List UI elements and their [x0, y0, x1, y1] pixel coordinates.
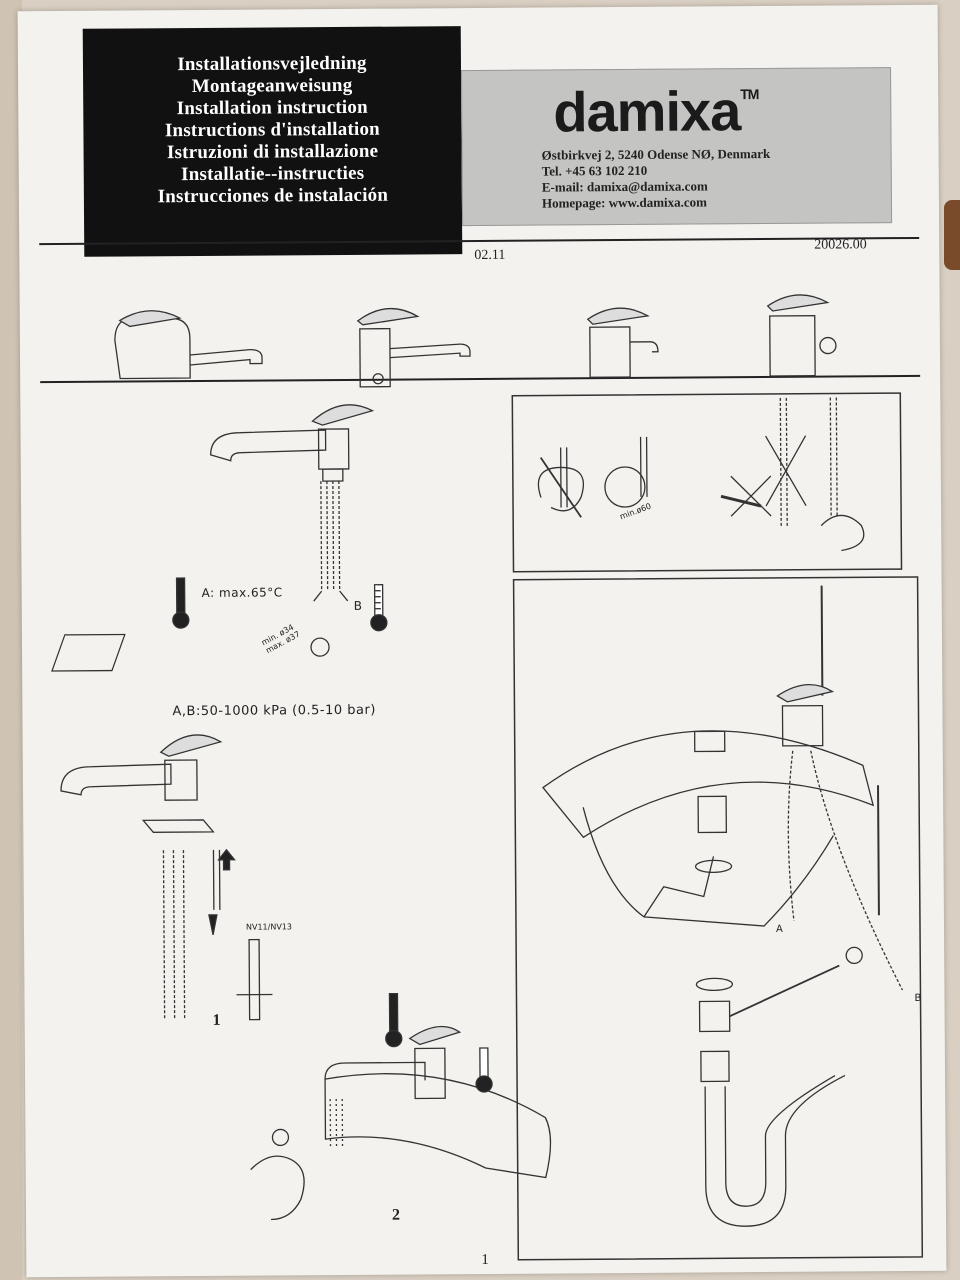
- table-surface-left: [0, 0, 22, 1280]
- hose-bending-panel: [511, 392, 903, 573]
- thermometer-hot-icon: [172, 577, 190, 629]
- sink-hose-a-label: A: [775, 923, 783, 935]
- page-number: 1: [481, 1251, 489, 1269]
- mounting-assembly-diagram: [60, 734, 273, 1021]
- sink-installation-diagram: [542, 585, 904, 1227]
- cold-inlet-label: B: [353, 598, 363, 613]
- sink-installation-panel: [512, 576, 924, 1261]
- pressure-spec: A,B:50-1000 kPa (0.5-10 bar): [172, 702, 376, 720]
- instruction-sheet: Installationsvejledning Montageanweisung…: [17, 4, 947, 1278]
- step-number-2: 2: [391, 1206, 401, 1224]
- step-number-1: 1: [212, 1011, 221, 1029]
- cabinet-knob: [944, 200, 960, 270]
- faucet-hoses-diagram: [51, 404, 375, 672]
- hot-temperature-label: A: max.65°C: [201, 585, 283, 600]
- hose-bending-diagram: [537, 397, 865, 552]
- nv-model-label: NV11/NV13: [245, 922, 292, 932]
- sink-hose-b-label: B: [914, 992, 922, 1004]
- thermometer-cold-icon: [370, 584, 388, 632]
- faucet-variant-kitchen-icon: [114, 310, 263, 380]
- installation-drawings: [51, 294, 924, 1261]
- aerator-flush-diagram: [250, 992, 552, 1221]
- faucet-variant-bidet-icon: [766, 294, 837, 377]
- faucet-variant-basin-icon: [586, 307, 659, 378]
- faucet-variant-tall-icon: [356, 307, 471, 388]
